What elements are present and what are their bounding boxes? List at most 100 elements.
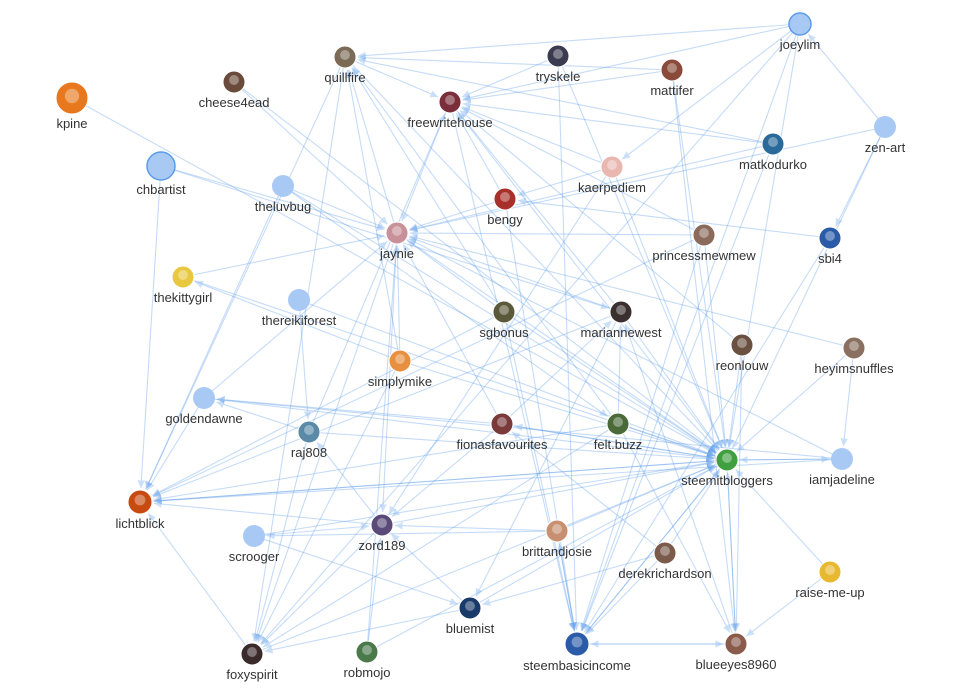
node-reonlouw[interactable]: reonlouw [716, 333, 769, 373]
edge-joeylim-to-foxyspirit [260, 23, 801, 645]
node-scrooger[interactable]: scrooger [229, 525, 280, 564]
node-sbi4[interactable]: sbi4 [818, 226, 842, 266]
node-steembasicincome[interactable]: steembasicincome [523, 631, 631, 673]
node-quillfire[interactable]: quillfire [324, 45, 366, 85]
edge-simplymike-to-jaynie [393, 245, 402, 362]
node-label: felt.buzz [594, 437, 642, 452]
node-raj808[interactable]: raj808 [291, 420, 327, 460]
edge-steemitbloggers-to-blueeyes8960 [726, 459, 739, 632]
avatar-face-icon [571, 636, 583, 648]
avatar-icon [715, 448, 739, 472]
avatar-icon [730, 333, 754, 357]
node-raise-me-up[interactable]: raise-me-up [795, 560, 865, 600]
edge-steemitbloggers-to-fionasfavourites [514, 423, 728, 461]
edge-zord189-to-raj808 [316, 441, 383, 526]
node-thekittygirl[interactable]: thekittygirl [154, 265, 213, 305]
edge-heyimsnuffles-to-jaynie [409, 234, 855, 349]
node-simplymike[interactable]: simplymike [368, 349, 432, 389]
edge-robmojo-to-steemitbloggers [366, 465, 716, 653]
node-iamjadeline[interactable]: iamjadeline [809, 448, 875, 487]
edge-simplymike-to-thekittygirl [194, 280, 401, 362]
edge-mariannewest-to-steemitbloggers [620, 311, 720, 450]
node-mattifer[interactable]: mattifer [650, 58, 694, 98]
edge-mattifer-to-quillfire [357, 53, 673, 71]
avatar-face-icon [849, 341, 859, 351]
edge-felt.buzz-to-blueeyes8960 [617, 423, 731, 633]
node-label: zord189 [359, 538, 406, 553]
node-foxyspirit[interactable]: foxyspirit [226, 642, 278, 682]
node-label: brittandjosie [522, 544, 592, 559]
node-chbartist[interactable]: chbartist [136, 151, 186, 197]
node-tryskele[interactable]: tryskele [536, 44, 581, 84]
edge-raise-me-up-to-blueeyes8960 [745, 571, 831, 637]
avatar-icon [127, 489, 153, 515]
node-mariannewest[interactable]: mariannewest [581, 300, 662, 340]
node-fionasfavourites[interactable]: fionasfavourites [456, 412, 548, 452]
edges-layer [71, 23, 886, 655]
avatar-placeholder [272, 175, 294, 197]
node-matkodurko[interactable]: matkodurko [739, 132, 807, 172]
edge-goldendawne-to-steemitbloggers [203, 397, 715, 462]
node-label: steemitbloggers [681, 473, 773, 488]
node-lichtblick[interactable]: lichtblick [115, 489, 165, 531]
edge-zen-art-to-joeylim [807, 33, 886, 128]
avatar-icon [490, 412, 514, 436]
node-zen-art[interactable]: zen-art [865, 116, 906, 155]
edge-felt.buzz-to-mariannewest [616, 324, 625, 425]
avatar-icon [458, 596, 482, 620]
avatar-face-icon [392, 226, 402, 236]
node-felt.buzz[interactable]: felt.buzz [594, 412, 642, 452]
node-kaerpediem[interactable]: kaerpediem [578, 155, 646, 195]
edge-quillfire-to-foxyspirit [251, 56, 346, 642]
node-sgbonus[interactable]: sgbonus [479, 300, 529, 340]
edge-simplymike-to-quillfire [344, 69, 401, 362]
edge-matkodurko-to-quillfire [357, 57, 774, 145]
avatar-face-icon [616, 305, 626, 315]
edge-tryskele-to-freewritehouse [461, 55, 559, 98]
node-label: kpine [56, 116, 87, 131]
node-brittandjosie[interactable]: brittandjosie [522, 519, 592, 559]
avatar-icon [692, 223, 716, 247]
node-steemitbloggers[interactable]: steemitbloggers [681, 448, 773, 488]
edge-cheese4ead-to-steemitbloggers [233, 81, 718, 453]
node-derekrichardson[interactable]: derekrichardson [618, 541, 712, 581]
node-princessmewmew[interactable]: princessmewmew [652, 223, 756, 263]
node-heyimsnuffles[interactable]: heyimsnuffles [814, 336, 894, 376]
edge-bengy-to-steembasicincome [504, 198, 578, 631]
edge-simplymike-to-foxyspirit [257, 360, 401, 643]
edge-reonlouw-to-steemitbloggers [725, 344, 743, 448]
edge-lichtblick-to-steemitbloggers [139, 457, 715, 503]
edge-thekittygirl-to-jaynie [182, 233, 385, 278]
edge-iamjadeline-to-steemitbloggers [739, 455, 843, 464]
edge-bluemist-to-zord189 [391, 533, 471, 609]
node-bengy[interactable]: bengy [487, 187, 523, 227]
avatar-face-icon [737, 338, 747, 348]
node-label: fionasfavourites [456, 437, 548, 452]
avatar-icon [609, 300, 633, 324]
node-freewritehouse[interactable]: freewritehouse [407, 90, 493, 130]
node-label: sbi4 [818, 251, 842, 266]
node-jaynie[interactable]: jaynie [379, 221, 414, 261]
node-theluvbug[interactable]: theluvbug [255, 175, 311, 214]
node-label: derekrichardson [618, 566, 711, 581]
node-cheese4ead[interactable]: cheese4ead [199, 70, 270, 110]
edge-derekrichardson-to-bluemist [482, 552, 666, 607]
edge-steemitbloggers-to-lichtblick [153, 459, 728, 505]
edge-sgbonus-to-quillfire [351, 67, 505, 313]
node-goldendawne[interactable]: goldendawne [165, 387, 243, 426]
node-zord189[interactable]: zord189 [359, 513, 406, 553]
node-robmojo[interactable]: robmojo [344, 640, 391, 680]
edge-kaerpediem-to-freewritehouse [461, 106, 613, 168]
node-bluemist[interactable]: bluemist [446, 596, 495, 636]
node-label: princessmewmew [652, 248, 756, 263]
edge-princessmewmew-to-lichtblick [152, 234, 705, 497]
node-label: thereikiforest [262, 313, 337, 328]
nodes-layer: kpine cheese4ead quillfire freewritehouse tr… [55, 12, 906, 682]
edge-mariannewest-to-jaynie [409, 236, 622, 313]
node-joeylim[interactable]: joeylim [779, 12, 820, 52]
edge-foxyspirit-to-steemitbloggers [251, 464, 716, 655]
node-blueeyes8960[interactable]: blueeyes8960 [696, 632, 777, 672]
avatar-icon [653, 541, 677, 565]
node-thereikiforest[interactable]: thereikiforest [262, 289, 337, 328]
node-kpine[interactable]: kpine [55, 81, 89, 131]
